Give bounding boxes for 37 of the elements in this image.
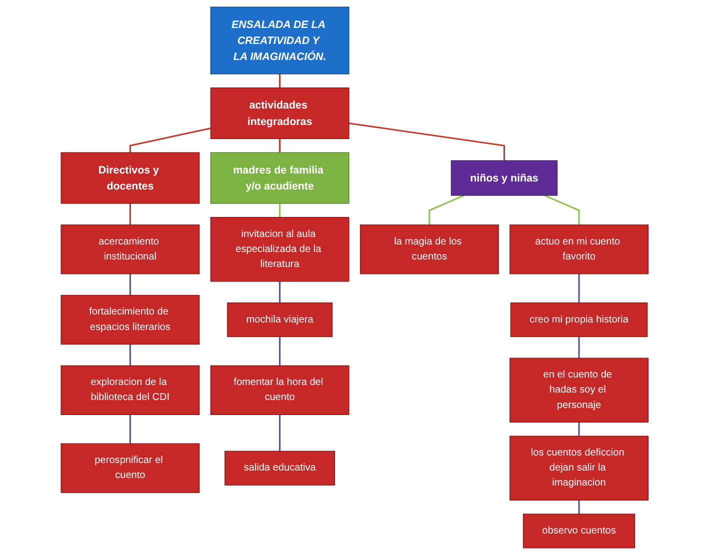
connector <box>348 122 505 161</box>
node-box: en el cuento de hadas soy el personaje <box>509 358 648 423</box>
node-box: actuo en mi cuento favorito <box>509 224 648 274</box>
node-box: mochila viajera <box>226 302 332 338</box>
connector <box>129 414 131 444</box>
connector <box>278 336 280 366</box>
connector <box>129 344 131 366</box>
node-box: salida educativa <box>224 450 335 486</box>
node-box: madres de familia y/o acudiente <box>210 152 350 204</box>
node-box: la magia de los cuentos <box>360 224 499 274</box>
node-box: invitacion al aula especializada de la literatura <box>210 216 350 282</box>
node-box: Directivos y docentes <box>60 152 200 204</box>
connector <box>578 274 580 303</box>
connector <box>578 336 580 358</box>
node-box: fomentar la hora del cuento <box>210 365 350 415</box>
connector <box>278 74 280 88</box>
connector <box>578 422 580 436</box>
node-box: los cuentos deficcion dejan salir la imaginacion <box>509 436 648 500</box>
connector <box>578 500 580 514</box>
connector <box>544 194 580 225</box>
connector <box>278 281 280 303</box>
connector <box>129 274 131 296</box>
node-box: creo mi propia historia <box>510 302 648 338</box>
connector <box>129 203 131 225</box>
node-box: perospnificar el cuento <box>60 443 200 493</box>
node-box: exploracion de la biblioteca del CDI <box>60 365 200 415</box>
node-box: acercamiento institucional <box>60 224 200 274</box>
connector <box>129 127 211 153</box>
connector <box>428 194 464 225</box>
connector <box>278 414 280 452</box>
node-box: niños y niñas <box>450 160 558 196</box>
connector <box>278 138 280 153</box>
node-box: fortalecimiento de espacios literarios <box>60 294 200 345</box>
node-box: actividades integradoras <box>210 88 350 140</box>
connector <box>278 203 280 218</box>
node-box: observo cuentos <box>522 514 635 548</box>
node-box: ENSALADA DE LA CREATIVIDAD Y LA IMAGINACIÓN. <box>210 6 350 74</box>
